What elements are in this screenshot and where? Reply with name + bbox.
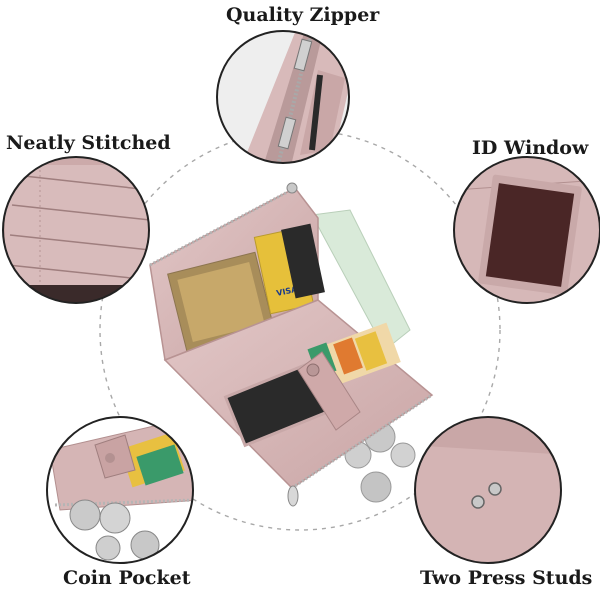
press-stud — [471, 495, 485, 509]
coin — [360, 471, 392, 503]
label-id-window: ID Window — [472, 137, 589, 159]
zoom-coin-pocket — [47, 417, 193, 563]
top-zipper — [149, 186, 296, 267]
press-stud — [488, 482, 502, 496]
zoom-quality-zipper — [217, 31, 349, 163]
zoom-id-window — [454, 157, 600, 303]
zipper-pull-top — [286, 182, 298, 194]
bottom-zipper — [291, 393, 433, 490]
label-neatly-stitched: Neatly Stitched — [6, 132, 171, 154]
id-card-gold — [177, 261, 265, 343]
label-quality-zipper: Quality Zipper — [226, 4, 380, 26]
zipper-pull-bottom — [287, 485, 299, 507]
banknote — [311, 209, 411, 351]
wallet-center: VISA — [149, 182, 434, 507]
label-two-press-studs: Two Press Studs — [420, 567, 593, 589]
card-yellow-2 — [354, 331, 388, 371]
guide-circle — [99, 129, 501, 531]
label-coin-pocket: Coin Pocket — [63, 567, 191, 589]
zoom-two-press-studs — [415, 417, 561, 563]
card-dark — [281, 223, 325, 299]
coin — [390, 442, 416, 468]
card-orange — [333, 337, 363, 375]
visa-label: VISA — [276, 285, 299, 298]
press-stud-strap — [306, 363, 320, 377]
